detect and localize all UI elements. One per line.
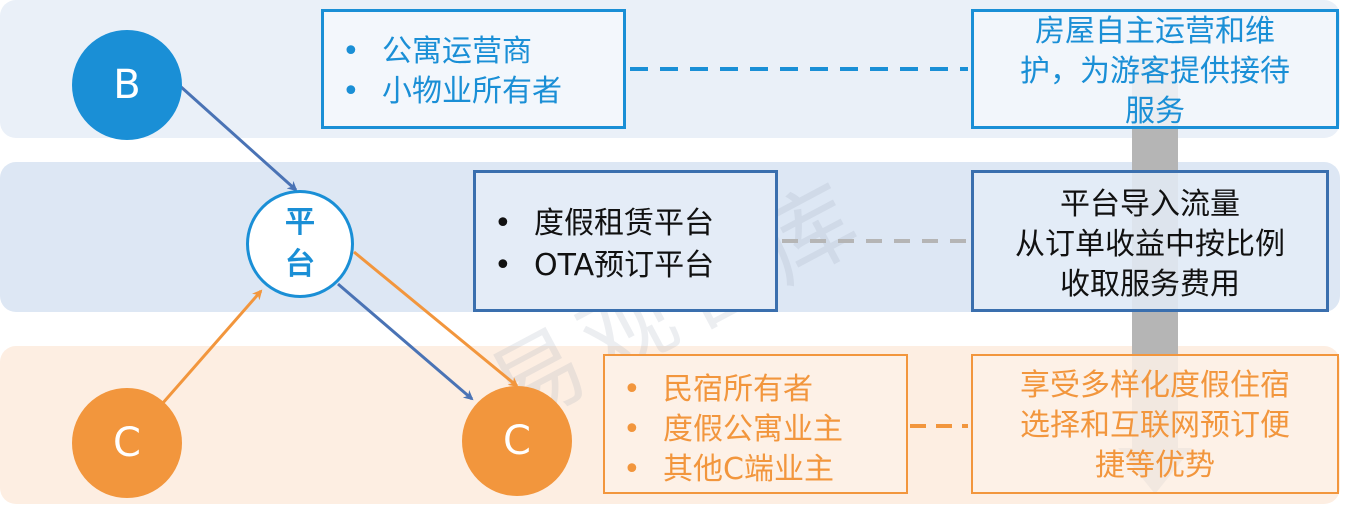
list-item: •OTA预订平台 <box>494 248 715 283</box>
role-box-c: 享受多样化度假住宿 选择和互联网预订便 捷等优势 <box>971 354 1339 494</box>
role-line: 平台导入流量 <box>1060 187 1240 222</box>
b-label: B <box>113 62 141 108</box>
platform-label-2: 台 <box>285 247 315 282</box>
role-line: 享受多样化度假住宿 <box>1020 368 1290 403</box>
role-line: 从订单收益中按比例 <box>1015 227 1285 262</box>
b-circle: B <box>72 30 182 140</box>
list-item: •小物业所有者 <box>342 74 562 109</box>
role-line: 护，为游客提供接待 <box>1020 54 1290 89</box>
arrow-c-to-platform <box>160 289 263 405</box>
list-item: •度假租赁平台 <box>494 206 714 241</box>
list-item: •度假公寓业主 <box>623 412 843 447</box>
list-item: •民宿所有者 <box>623 372 813 407</box>
arrow-platform-to-c-orange <box>353 250 519 388</box>
participants-box-b: •公寓运营商 •小物业所有者 <box>321 9 626 129</box>
role-box-b: 房屋自主运营和维 护，为游客提供接待 服务 <box>971 9 1339 129</box>
c-circle-right: C <box>462 386 572 496</box>
platform-label-1: 平 <box>285 205 315 240</box>
list-item: •公寓运营商 <box>342 34 532 69</box>
c-right-label: C <box>503 418 531 464</box>
role-line: 服务 <box>1125 94 1185 129</box>
role-line: 收取服务费用 <box>1060 267 1240 302</box>
role-line: 捷等优势 <box>1095 448 1215 483</box>
role-line: 房屋自主运营和维 <box>1035 14 1275 49</box>
participants-box-platform: •度假租赁平台 •OTA预订平台 <box>473 170 778 312</box>
arrow-platform-to-c <box>337 282 474 401</box>
c-left-label: C <box>113 420 141 466</box>
role-box-platform: 平台导入流量 从订单收益中按比例 收取服务费用 <box>971 170 1329 312</box>
participants-box-c: •民宿所有者 •度假公寓业主 •其他C端业主 <box>603 354 908 494</box>
arrow-b-to-platform <box>178 84 298 192</box>
c-circle-left: C <box>72 388 182 498</box>
platform-circle: 平 台 <box>246 190 354 298</box>
role-line: 选择和互联网预订便 <box>1020 408 1290 443</box>
list-item: •其他C端业主 <box>623 452 834 487</box>
